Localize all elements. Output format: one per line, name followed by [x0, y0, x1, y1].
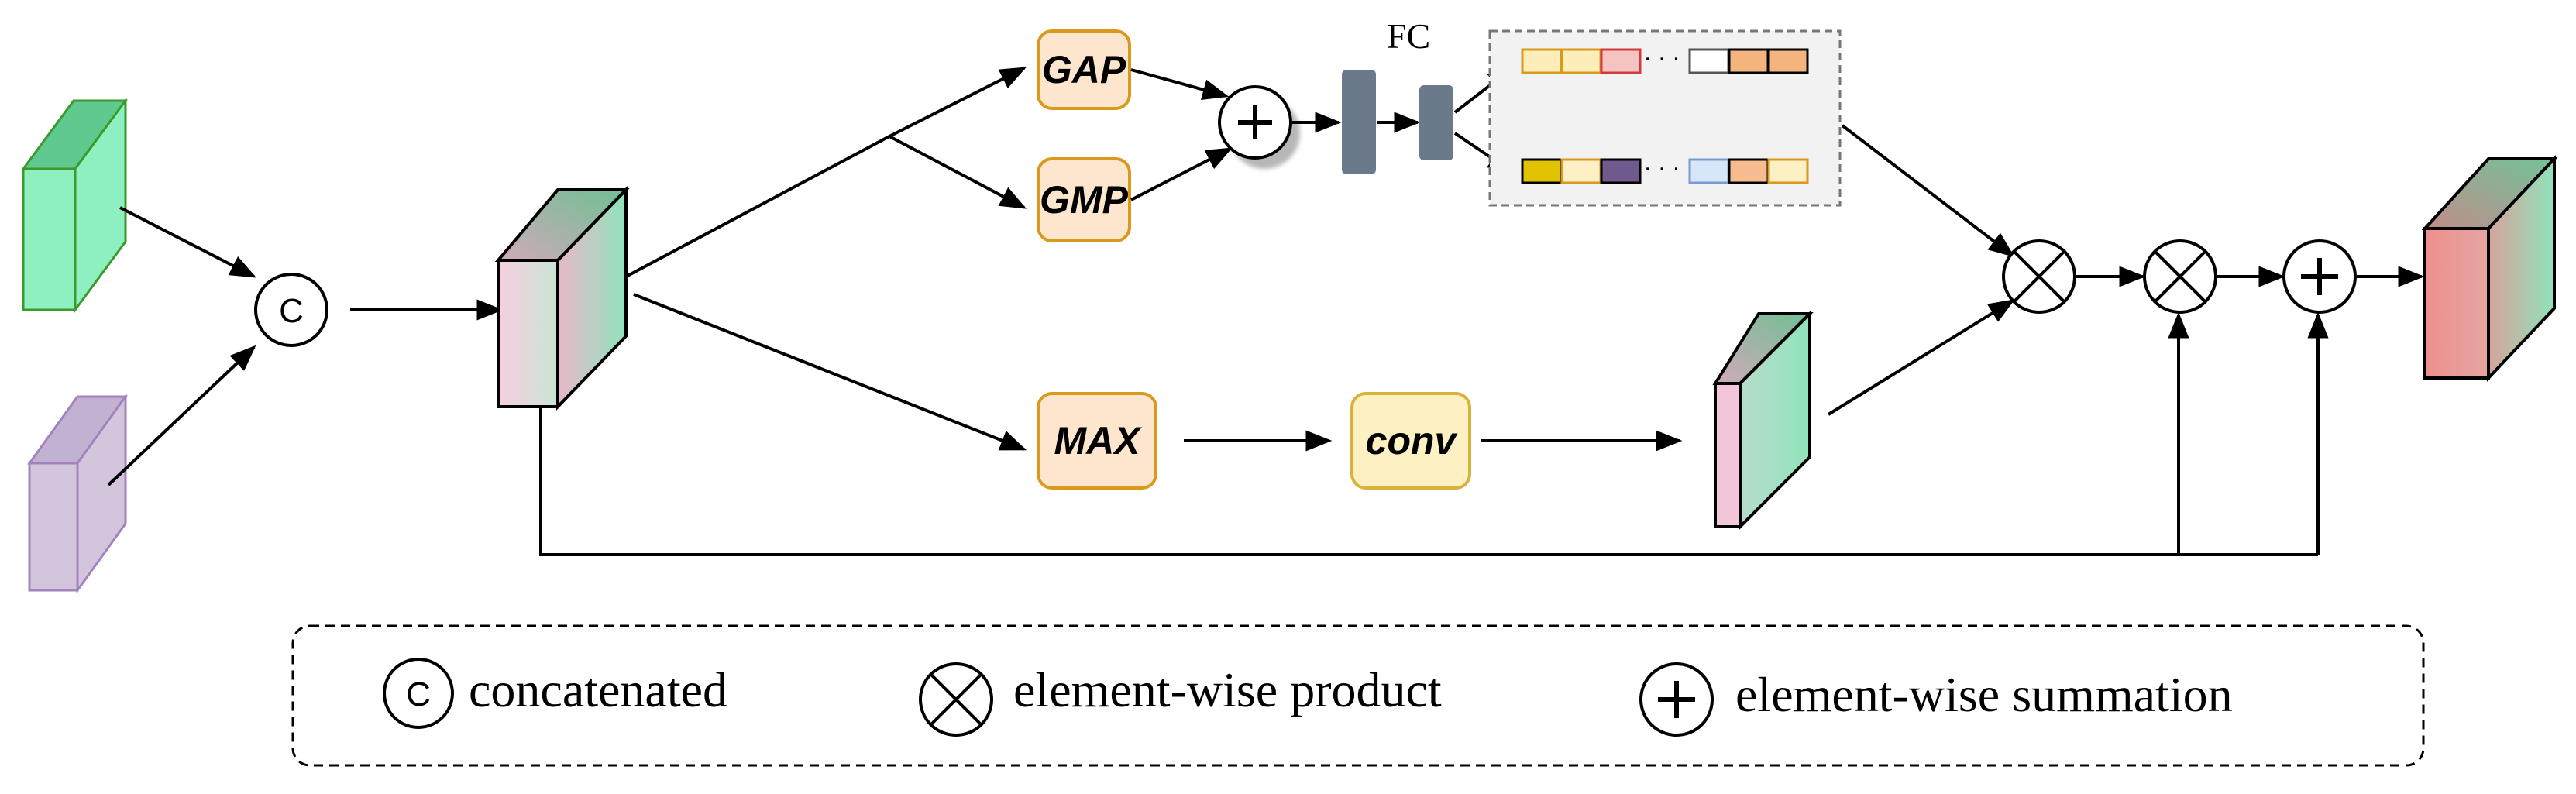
residual-sum-node: [2282, 239, 2357, 314]
product-node-2: [2143, 239, 2217, 314]
conv-label: conv: [1366, 419, 1459, 462]
branch-to-gmp: [889, 135, 1027, 209]
product-node-1: [2002, 239, 2076, 314]
conv-box: conv: [1350, 392, 1471, 490]
channel-sum-node: [1218, 85, 1300, 169]
fc-layer-2: [1419, 85, 1453, 160]
svg-text:· · ·: · · ·: [1644, 155, 1680, 180]
gap-label: GAP: [1042, 48, 1126, 91]
legend-summation: element-wise summation: [1735, 667, 2233, 722]
skip-connection: [539, 408, 2318, 556]
channel-weight-vector-bottom: · · ·: [1521, 155, 1809, 184]
legend-concat-symbol: C: [406, 675, 431, 713]
concat-node: C: [254, 273, 328, 347]
legend-summation-icon: [1639, 662, 1714, 737]
max-label: MAX: [1054, 419, 1142, 462]
fc-label: FC: [1387, 16, 1430, 56]
legend: C concatenated element-wise product elem…: [291, 624, 2425, 767]
arrow-gmp-to-sum: [1130, 147, 1233, 201]
legend-concat-icon: C: [383, 658, 454, 729]
arrow-purple-to-concat: [107, 345, 256, 486]
channel-weight-vector-top: · · ·: [1521, 45, 1809, 74]
input-feature-green: [21, 97, 128, 314]
arrow-spatial-to-product1: [1827, 299, 2015, 416]
arrow-gap-to-sum: [1130, 68, 1230, 100]
gmp-label: GMP: [1040, 178, 1129, 222]
output-feature-cube: [2421, 154, 2558, 383]
concatenated-feature-cube: [494, 186, 630, 411]
max-box: MAX: [1037, 392, 1157, 490]
branch-to-gap: [627, 67, 1027, 277]
input-feature-purple: [27, 393, 128, 594]
legend-product-icon: [919, 662, 993, 737]
svg-text:· · ·: · · ·: [1644, 45, 1680, 70]
arrow-panel-to-product1: [1841, 124, 2015, 258]
legend-product: element-wise product: [1013, 662, 1442, 717]
fc-layer-1: [1342, 70, 1376, 174]
legend-concatenated: concatenated: [469, 662, 727, 717]
arrow-green-to-concat: [119, 206, 257, 278]
spatial-attention-map: [1712, 310, 1814, 531]
concat-symbol: C: [279, 292, 304, 330]
gap-box: GAP: [1037, 29, 1131, 110]
gmp-box: GMP: [1037, 157, 1131, 242]
branch-to-max: [633, 293, 1027, 451]
